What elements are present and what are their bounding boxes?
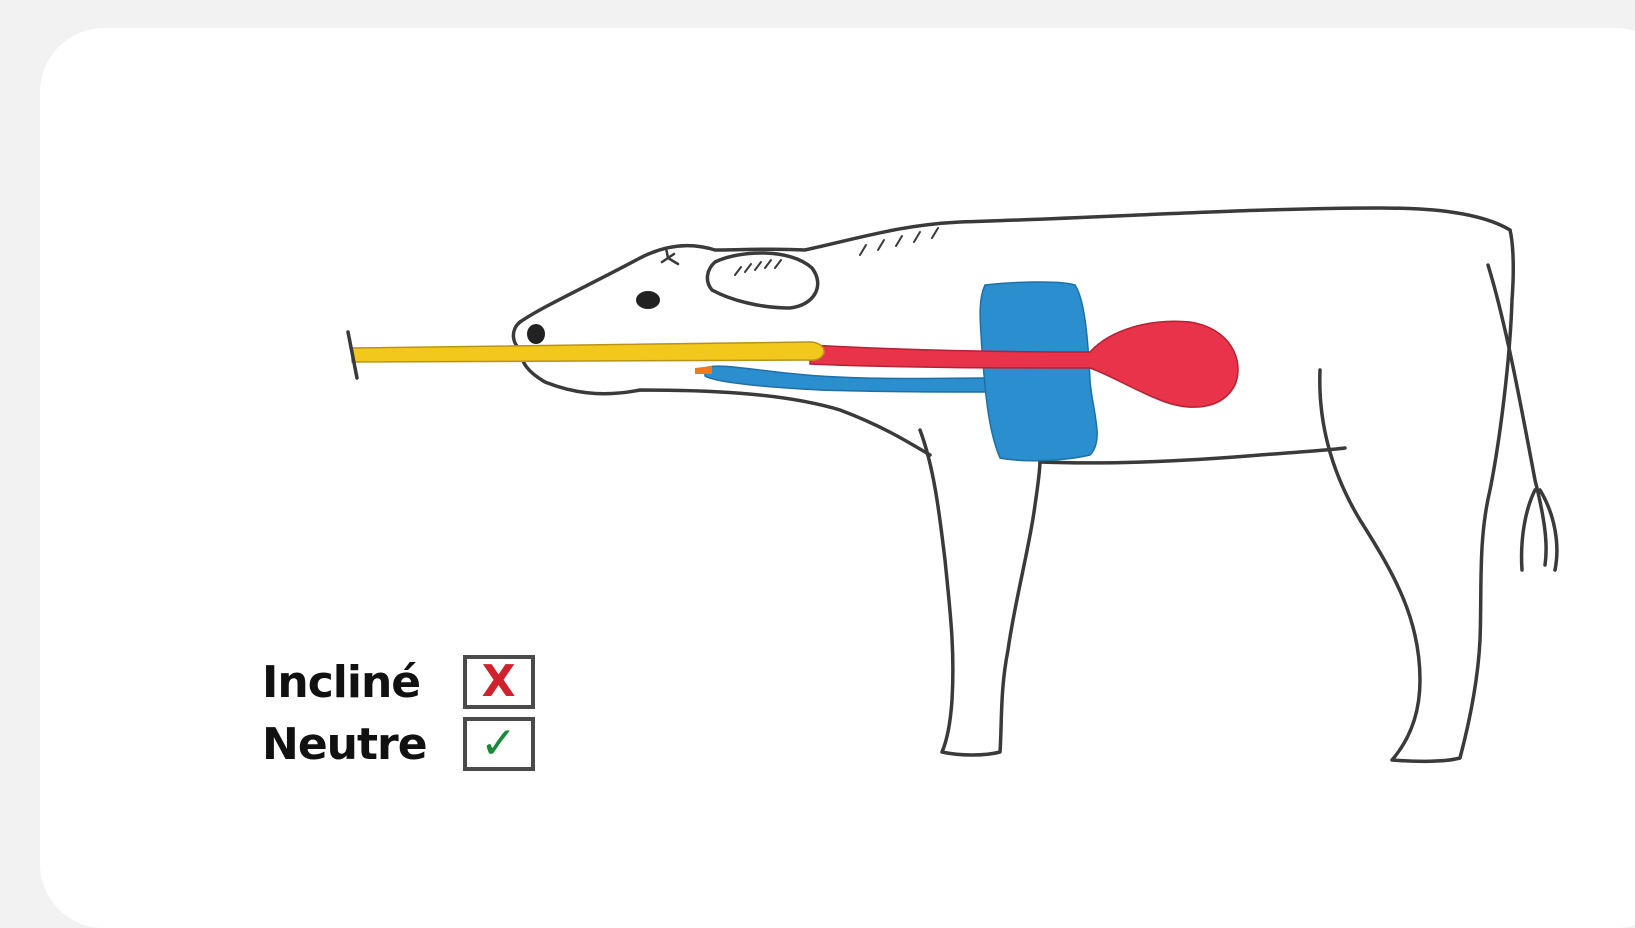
tube-tip-marker — [695, 366, 712, 374]
incline-checkbox: X — [463, 655, 535, 709]
calf-diagram — [0, 0, 1635, 875]
calf-neck-hatching — [860, 228, 938, 255]
check-icon: ✓ — [480, 722, 517, 766]
calf-rear-leg — [1320, 230, 1513, 761]
calf-front-leg — [920, 430, 1040, 755]
feeding-tube-body — [352, 342, 824, 362]
legend-label-incline: Incliné — [262, 657, 427, 708]
calf-eye — [636, 291, 660, 309]
calf-ear-hatching — [735, 260, 781, 275]
neutre-checkbox: ✓ — [463, 717, 535, 771]
cross-icon: X — [482, 660, 516, 704]
trachea — [705, 366, 990, 392]
trachea-lungs — [705, 282, 1097, 461]
legend-label-neutre: Neutre — [262, 719, 427, 770]
calf-horn-bud — [662, 248, 678, 264]
legend: Incliné X Neutre ✓ — [262, 655, 535, 771]
calf-ear — [707, 253, 817, 308]
lungs — [980, 282, 1097, 461]
calf-nostril — [527, 324, 545, 344]
calf-tail — [1488, 265, 1557, 570]
